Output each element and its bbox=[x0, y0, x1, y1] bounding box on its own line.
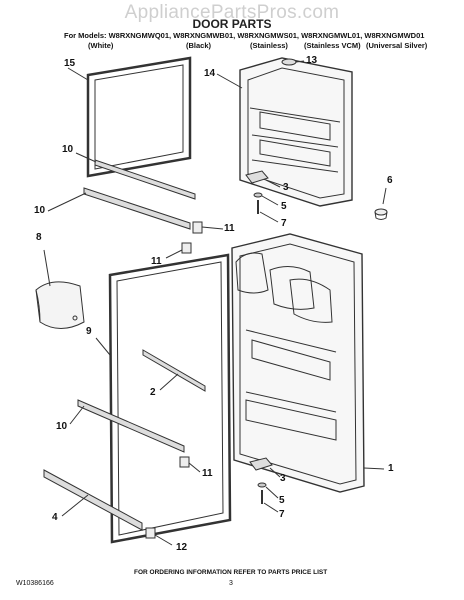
variant-label: (Stainless VCM) bbox=[304, 41, 361, 50]
ordering-info: FOR ORDERING INFORMATION REFER TO PARTS … bbox=[134, 569, 328, 576]
upper-clips bbox=[165, 221, 224, 259]
lower-hinge-parts bbox=[249, 457, 281, 513]
variant-label: (Universal Silver) bbox=[366, 41, 428, 50]
handle-cap bbox=[281, 58, 305, 66]
callout-7: 7 bbox=[279, 509, 285, 520]
watermark: AppliancePartsPros.com bbox=[124, 2, 340, 23]
fresh-food-gasket bbox=[95, 253, 232, 544]
freezer-door bbox=[216, 57, 353, 207]
fresh-food-door bbox=[231, 233, 385, 493]
callout-10: 10 bbox=[56, 421, 68, 432]
callout-13: 13 bbox=[306, 55, 318, 66]
callout-15: 15 bbox=[64, 58, 76, 69]
bottom-trim-strip bbox=[43, 469, 143, 531]
callout-12: 12 bbox=[176, 542, 188, 553]
callout-8: 8 bbox=[36, 232, 42, 243]
variant-label: (Black) bbox=[186, 41, 212, 50]
lower-trim-strip bbox=[69, 399, 185, 453]
upper-hinge-parts bbox=[245, 170, 281, 223]
variant-label: (Stainless) bbox=[250, 41, 288, 50]
inner-trim bbox=[142, 349, 206, 392]
callout-10: 10 bbox=[62, 144, 74, 155]
callout-5: 5 bbox=[279, 495, 285, 506]
callout-3: 3 bbox=[283, 182, 289, 193]
callout-4: 4 bbox=[52, 512, 58, 523]
callout-7: 7 bbox=[281, 218, 287, 229]
callout-11: 11 bbox=[202, 468, 213, 479]
lower-clip bbox=[179, 456, 201, 473]
crisper-cover bbox=[35, 249, 85, 329]
callout-14: 14 bbox=[204, 68, 216, 79]
page-title: DOOR PARTS bbox=[192, 17, 272, 31]
document-number: W10386166 bbox=[16, 580, 54, 587]
callout-5: 5 bbox=[281, 201, 287, 212]
variant-label: (White) bbox=[88, 41, 114, 50]
callout-10: 10 bbox=[34, 205, 46, 216]
freezer-gasket bbox=[67, 56, 192, 178]
callout-1: 1 bbox=[388, 463, 394, 474]
callout-3: 3 bbox=[280, 473, 286, 484]
callout-6: 6 bbox=[387, 175, 393, 186]
callout-11: 11 bbox=[151, 256, 162, 267]
models-line: For Models: W8RXNGMWQ01, W8RXNGMWB01, W8… bbox=[64, 31, 425, 40]
plug-button bbox=[374, 187, 388, 220]
callout-11: 11 bbox=[224, 223, 235, 234]
callout-2: 2 bbox=[150, 387, 156, 398]
upper-trim-strips bbox=[47, 152, 196, 230]
callout-9: 9 bbox=[86, 326, 92, 337]
bottom-clip bbox=[145, 527, 173, 546]
page-number: 3 bbox=[229, 580, 233, 587]
